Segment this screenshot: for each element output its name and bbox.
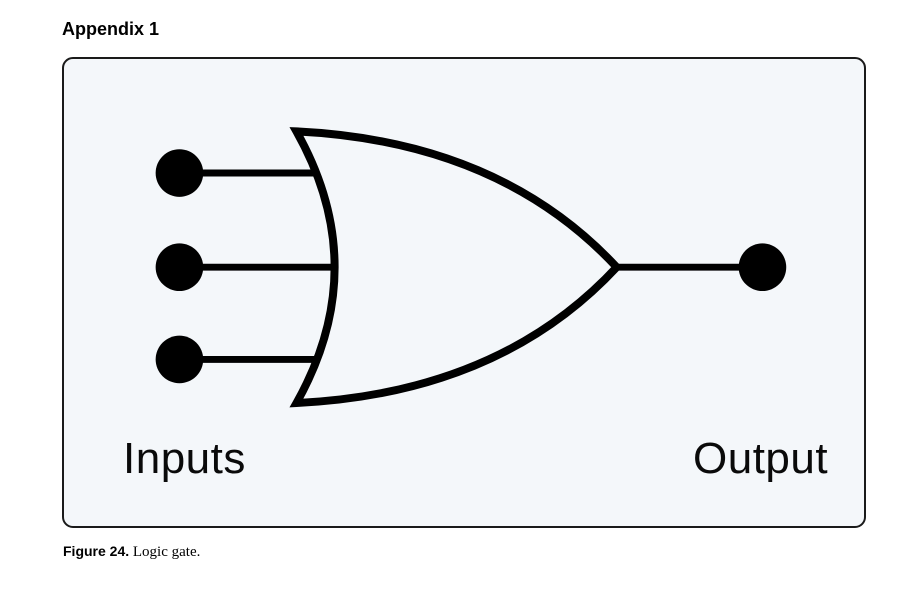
input-terminal-3 bbox=[155, 335, 204, 384]
appendix-heading: Appendix 1 bbox=[62, 19, 160, 39]
input-terminal-2 bbox=[155, 243, 204, 292]
or-gate-shape bbox=[289, 127, 623, 408]
inputs-label: Inputs bbox=[123, 434, 246, 483]
input-terminal-1 bbox=[155, 149, 204, 197]
or-gate-diagram bbox=[155, 127, 787, 408]
output-label: Output bbox=[693, 434, 829, 483]
figure-caption-number: Figure 24. bbox=[63, 543, 130, 559]
figure-panel: Inputs Output bbox=[62, 57, 866, 528]
figure-caption-text: Logic gate. bbox=[129, 544, 201, 560]
output-terminal bbox=[738, 243, 787, 292]
figure-caption: Figure 24. Logic gate. bbox=[63, 543, 200, 561]
